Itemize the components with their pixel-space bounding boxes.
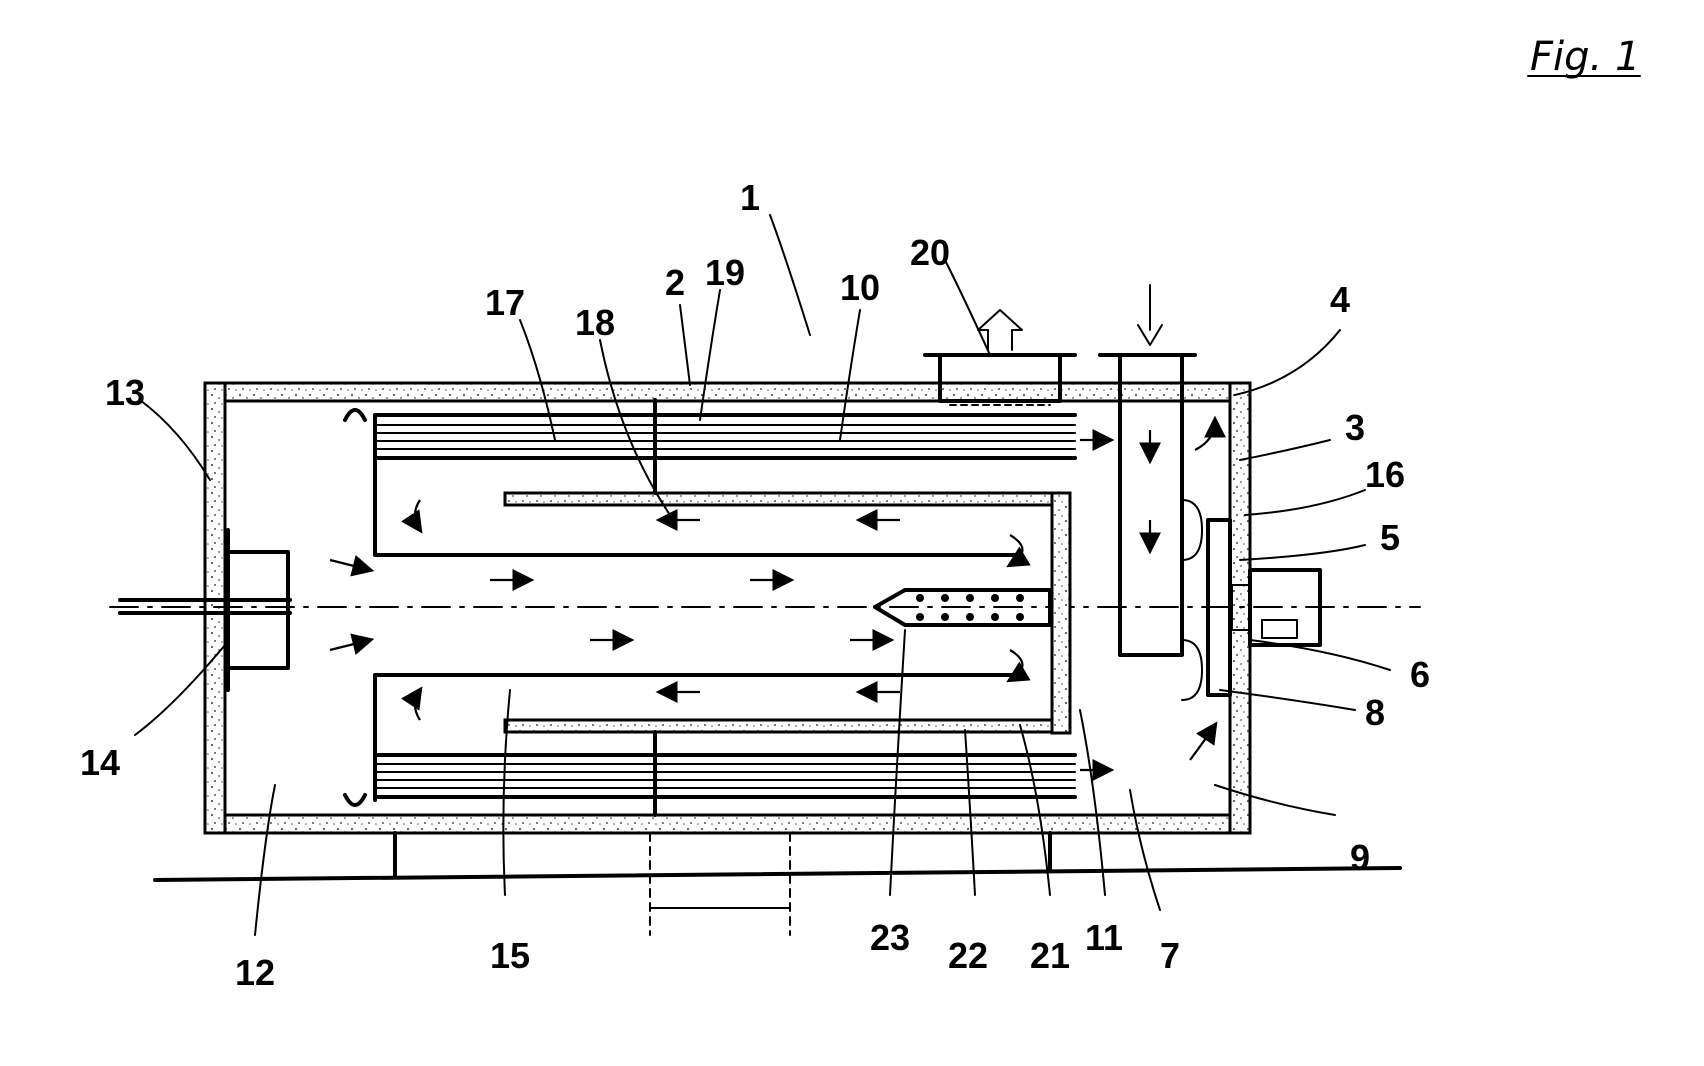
numeral-12: 12 xyxy=(235,952,275,993)
numeral-9: 9 xyxy=(1350,837,1370,878)
numeral-13: 13 xyxy=(105,372,145,413)
housing-top-wall xyxy=(205,383,1250,401)
lower-baffle xyxy=(505,720,1065,732)
numeral-2: 2 xyxy=(665,262,685,303)
numeral-21: 21 xyxy=(1030,935,1070,976)
numeral-18: 18 xyxy=(575,302,615,343)
upper-baffle xyxy=(505,493,1065,505)
burner-block xyxy=(228,530,288,690)
numeral-23: 23 xyxy=(870,917,910,958)
lower-tube-bundle xyxy=(345,755,1075,805)
numeral-20: 20 xyxy=(910,232,950,273)
inlet-duct xyxy=(1100,285,1202,700)
numeral-15: 15 xyxy=(490,935,530,976)
numeral-1: 1 xyxy=(740,177,760,218)
numeral-7: 7 xyxy=(1160,935,1180,976)
numeral-14: 14 xyxy=(80,742,120,783)
numeral-5: 5 xyxy=(1380,517,1400,558)
housing-bottom-wall xyxy=(205,815,1250,833)
numeral-17: 17 xyxy=(485,282,525,323)
numeral-6: 6 xyxy=(1410,654,1430,695)
end-wall xyxy=(1052,493,1070,733)
numeral-4: 4 xyxy=(1330,279,1350,320)
numeral-3: 3 xyxy=(1345,407,1365,448)
numeral-11: 11 xyxy=(1085,917,1123,958)
numeral-10: 10 xyxy=(840,267,880,308)
figure-label: Fig. 1 xyxy=(1530,34,1640,80)
numeral-8: 8 xyxy=(1365,692,1385,733)
numeral-19: 19 xyxy=(705,252,745,293)
numeral-22: 22 xyxy=(948,935,988,976)
numeral-16: 16 xyxy=(1365,454,1405,495)
upper-tube-bundle xyxy=(345,410,1075,458)
housing xyxy=(205,383,1250,833)
floor-line xyxy=(155,868,1400,880)
supports xyxy=(395,833,1050,935)
